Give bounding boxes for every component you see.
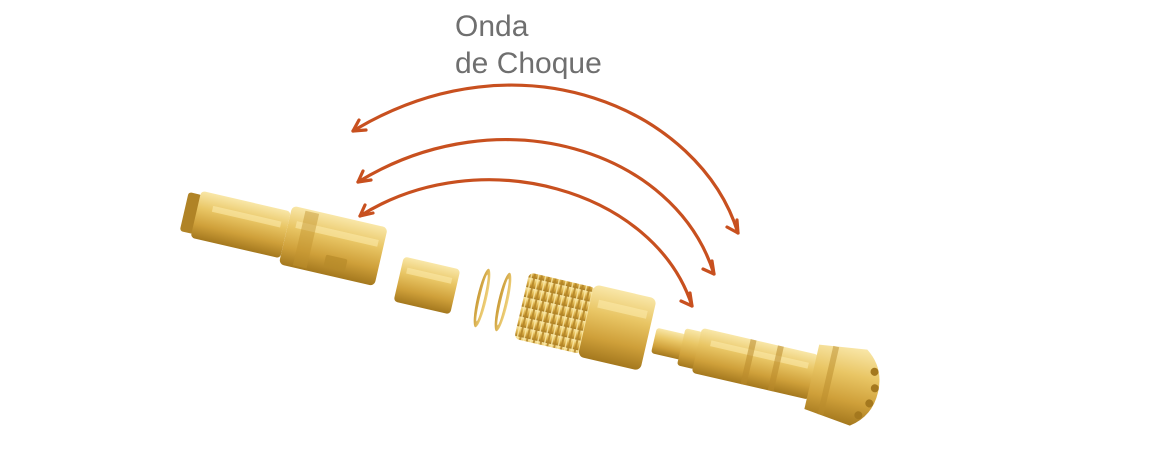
- shock-wave-arrow-inner: [358, 178, 694, 308]
- retaining-rings: [473, 268, 512, 332]
- drill-hammer-top-sub: [180, 191, 387, 286]
- diagram-title: Onda de Choque: [455, 8, 602, 82]
- shock-wave-arrows: [351, 83, 740, 308]
- title-line-1: Onda: [455, 10, 529, 43]
- check-valve: [394, 257, 460, 314]
- drill-bit: [651, 328, 880, 426]
- shock-wave-arrow-outer: [351, 83, 740, 235]
- title-line-2: de Choque: [455, 47, 602, 80]
- threaded-cylinder: [515, 273, 656, 370]
- shock-wave-arrow-middle: [356, 138, 716, 276]
